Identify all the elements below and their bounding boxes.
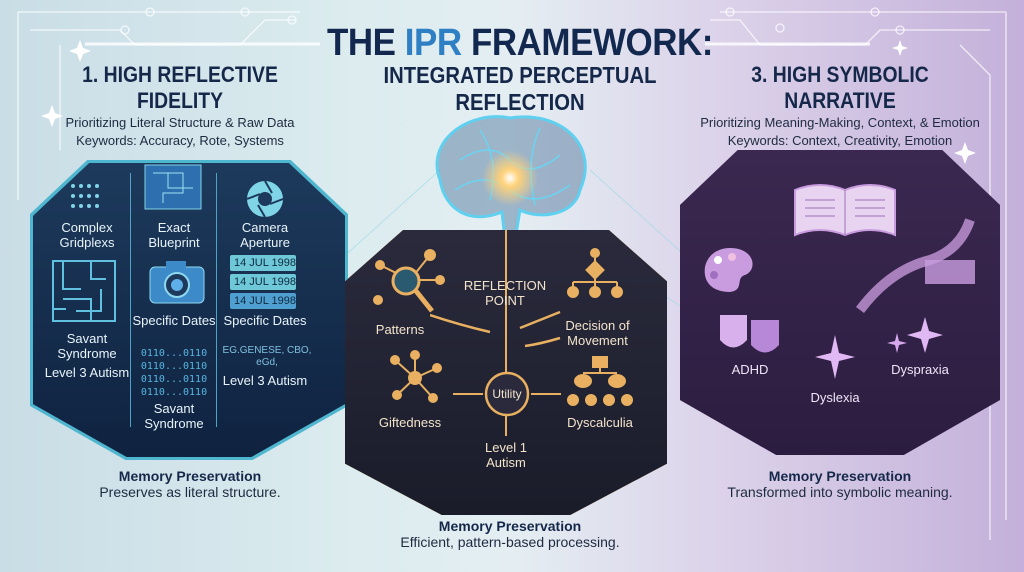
label-specific-dates-1: Specific Dates <box>132 313 216 328</box>
brain-icon <box>435 115 587 242</box>
label-level3-autism-2: Level 3 Autism <box>222 373 308 388</box>
right-memory-preservation: Memory Preservation Transformed into sym… <box>690 468 990 500</box>
left-memory-heading: Memory Preservation <box>118 468 262 484</box>
left-keywords: Keywords: Accuracy, Rote, Systems <box>76 133 284 148</box>
symbolic-narrative-panel: ADHD Dyslexia Dyspraxia <box>680 150 1000 455</box>
right-subheading: Prioritizing Meaning-Making, Context, & … <box>700 115 980 130</box>
camera-icon <box>149 261 205 304</box>
theater-masks-icon <box>720 315 779 353</box>
label-decision-of-movement: Decision of Movement <box>565 318 630 348</box>
right-heading: 3. HIGH SYMBOLIC NARRATIVE <box>751 62 929 113</box>
grid-dots-icon <box>71 184 99 208</box>
swirl-film-icon <box>856 218 975 314</box>
hierarchy-dyscalculia-icon <box>567 356 633 406</box>
left-column-header: 1. HIGH REFLECTIVE FIDELITY Prioritizing… <box>40 62 320 150</box>
title-suffix: FRAMEWORK: <box>461 22 713 64</box>
label-dyscalculia: Dyscalculia <box>567 415 633 430</box>
open-book-icon <box>794 184 896 237</box>
label-patterns: Patterns <box>375 322 425 337</box>
left-heading: 1. HIGH REFLECTIVE FIDELITY <box>82 62 278 113</box>
page-title: THE IPR FRAMEWORK: <box>318 22 723 65</box>
label-exact-blueprint: Exact Blueprint <box>148 220 200 250</box>
binary-line: 0110...0110 <box>140 361 208 372</box>
date-badge: 14 JUL 1998 <box>230 293 296 309</box>
binary-line: 0110...0110 <box>140 374 208 385</box>
reflective-fidelity-panel: Complex Gridplexs Exact Blueprint Camera… <box>30 160 348 460</box>
title-accent: IPR <box>404 22 462 64</box>
left-memory-preservation: Memory Preservation Preserves as literal… <box>40 468 340 500</box>
date-badge: 14 JUL 1998 <box>230 274 296 290</box>
label-giftedness: Giftedness <box>378 415 442 430</box>
center-memory-heading: Memory Preservation <box>438 518 582 534</box>
label-camera-aperture: Camera Aperture <box>240 220 290 250</box>
label-savant-syndrome-1: Savant Syndrome <box>57 331 117 361</box>
utility-circle <box>484 371 530 417</box>
sparkle-icon <box>815 335 855 379</box>
right-column-header: 3. HIGH SYMBOLIC NARRATIVE Prioritizing … <box>690 62 990 150</box>
date-badge: 14 JUL 1998 <box>230 255 296 271</box>
center-memory-preservation: Memory Preservation Efficient, pattern-b… <box>360 518 660 550</box>
binary-line: 0110...0110 <box>140 348 208 359</box>
reflection-point-panel: REFLECTION POINT Patterns Decision of Mo… <box>345 230 667 515</box>
maze-icon <box>52 260 116 322</box>
binary-line: 0110...0110 <box>140 387 208 398</box>
blueprint-icon <box>144 164 202 210</box>
palette-icon <box>704 248 753 292</box>
camera-aperture-icon <box>246 180 284 218</box>
title-prefix: THE <box>327 22 405 64</box>
label-complex-gridplexs: Complex Gridplexs <box>59 220 115 250</box>
binary-list: 0110...0110 0110...0110 0110...0110 0110...… <box>131 347 217 399</box>
label-savant-syndrome-2: Savant Syndrome <box>144 401 204 431</box>
decision-tree-icon <box>567 248 623 298</box>
center-memory-text: Efficient, pattern-based processing. <box>400 534 620 550</box>
page-subtitle: INTEGRATED PERCEPTUAL REFLECTION <box>383 62 657 115</box>
stars-icon <box>887 317 943 353</box>
label-eg-list: EG.GENESE, CBO, eGd, <box>222 345 312 368</box>
right-memory-heading: Memory Preservation <box>768 468 912 484</box>
right-memory-text: Transformed into symbolic meaning. <box>727 484 953 500</box>
label-level1-autism: Level 1 Autism <box>485 440 527 470</box>
label-level3-autism-1: Level 3 Autism <box>44 365 130 380</box>
left-memory-text: Preserves as literal structure. <box>99 484 281 500</box>
label-utility: Utility <box>492 387 522 401</box>
label-adhd: ADHD <box>731 362 769 377</box>
magnifier-patterns-icon <box>373 249 445 313</box>
label-dyslexia: Dyslexia <box>810 390 860 405</box>
label-reflection-point: REFLECTION POINT <box>463 278 547 308</box>
label-dyspraxia: Dyspraxia <box>891 362 949 377</box>
label-specific-dates-2: Specific Dates <box>223 313 307 328</box>
left-subheading: Prioritizing Literal Structure & Raw Dat… <box>65 115 295 130</box>
right-keywords: Keywords: Context, Creativity, Emotion <box>727 133 953 148</box>
network-giftedness-icon <box>390 350 442 403</box>
flow-arrows-icon <box>430 310 561 348</box>
